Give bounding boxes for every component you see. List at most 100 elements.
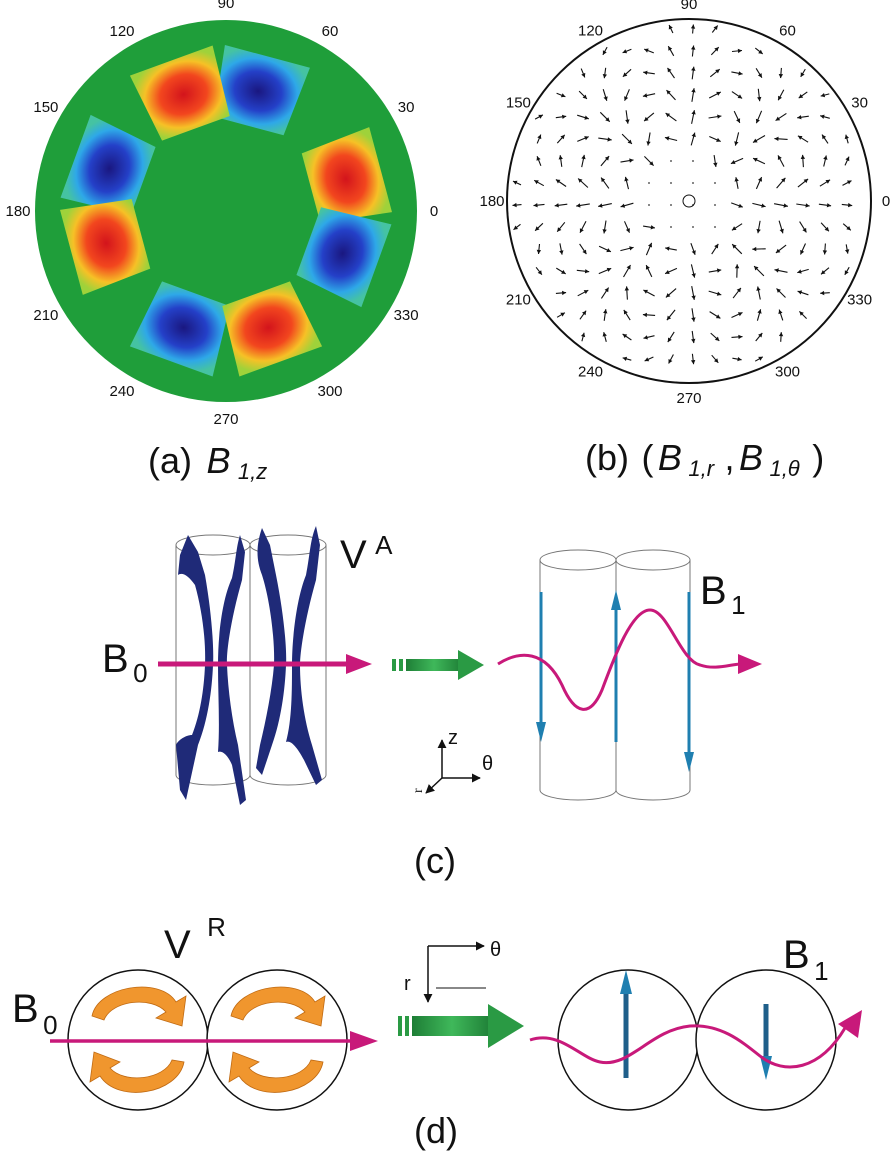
panel-c-axis-z: z <box>448 727 458 749</box>
field-vector <box>710 312 721 319</box>
field-vector <box>753 136 765 143</box>
field-vector <box>513 181 521 185</box>
panel-b-boundary <box>507 19 871 383</box>
field-vector <box>669 355 674 364</box>
panel-b-caption-comma: , <box>725 437 735 478</box>
field-vector <box>668 332 674 342</box>
panel-c-axis-theta: θ <box>482 753 493 775</box>
field-vector <box>776 245 786 253</box>
field-vector <box>581 333 585 342</box>
field-vector <box>577 136 588 141</box>
field-vector <box>691 286 695 300</box>
panel-b-caption-close: ) <box>812 437 824 478</box>
field-vector <box>535 115 543 119</box>
panel-a-caption-symbol: B <box>206 440 230 481</box>
panel-a-angle-120: 120 <box>109 23 134 40</box>
field-vector <box>709 137 720 142</box>
field-vector <box>711 47 718 55</box>
field-vector <box>603 221 607 234</box>
field-vector <box>625 110 629 123</box>
field-vector <box>580 221 586 233</box>
panel-d-b0-label: B 0 <box>12 987 58 1040</box>
field-vector <box>754 266 764 276</box>
field-vector <box>580 311 586 320</box>
field-dot <box>692 226 694 228</box>
field-center-ring <box>683 195 695 207</box>
field-vector <box>645 357 654 361</box>
field-vector <box>599 246 611 252</box>
field-vector <box>778 310 782 321</box>
field-vector <box>603 47 607 55</box>
field-vector <box>797 115 809 119</box>
field-vector <box>621 158 634 162</box>
panel-b-caption-symbol1: B <box>658 437 682 478</box>
field-vector <box>576 203 590 207</box>
field-vector <box>779 332 783 342</box>
panel-b-angle-0: 0 <box>882 193 890 210</box>
panel-c-b0-label: B 0 <box>102 637 148 688</box>
field-vector <box>691 25 695 34</box>
field-vector <box>823 156 827 167</box>
field-vector <box>643 313 655 317</box>
field-vector <box>624 89 629 100</box>
field-vector <box>599 268 611 274</box>
field-vector <box>603 309 607 321</box>
panel-a-angle-30: 30 <box>398 99 415 116</box>
field-vector <box>712 26 717 33</box>
field-vector <box>598 137 611 141</box>
field-vector <box>732 335 743 339</box>
field-vector <box>845 244 849 253</box>
field-vector <box>537 135 541 144</box>
field-dot <box>714 182 716 184</box>
field-vector <box>712 244 719 254</box>
panel-d-vr-superscript: R <box>207 912 226 942</box>
field-vector <box>534 180 544 185</box>
panel-a-angle-270: 270 <box>213 411 238 428</box>
panel-d-vr-label: V R <box>164 912 226 967</box>
panel-d-axes <box>428 946 486 1002</box>
field-vector <box>643 290 654 296</box>
panel-c-va-symbol: V <box>340 533 367 577</box>
field-vector <box>603 332 607 342</box>
panel-c-b1-subscript: 1 <box>731 590 745 620</box>
field-dot <box>670 182 672 184</box>
field-vector <box>733 288 741 298</box>
field-vector <box>620 246 633 250</box>
flow-ribbon-1 <box>176 535 213 800</box>
field-vector <box>577 115 589 120</box>
field-vector <box>556 180 566 187</box>
panel-b-caption-sub2: 1,θ <box>769 456 799 481</box>
field-vector <box>555 203 568 207</box>
field-dot <box>670 204 672 206</box>
cylinder-right-b <box>616 560 690 800</box>
field-vector <box>755 357 763 361</box>
field-vector <box>557 93 566 97</box>
field-vector <box>797 269 808 273</box>
field-vector <box>691 264 695 277</box>
field-vector <box>778 90 784 101</box>
panel-c-axis-r: r <box>411 788 426 793</box>
field-vector <box>757 89 761 101</box>
field-vector <box>799 92 808 98</box>
field-vector <box>777 289 786 298</box>
field-vector <box>581 69 585 78</box>
field-vector <box>643 71 655 75</box>
field-vector <box>801 69 806 77</box>
field-vector <box>820 115 830 119</box>
field-vector <box>709 92 721 98</box>
field-vector <box>578 179 588 188</box>
field-vector <box>735 177 739 189</box>
field-vector <box>623 357 632 361</box>
panel-a-angle-210: 210 <box>33 307 58 324</box>
panel-d-caption: (d) <box>414 1110 458 1151</box>
field-vector <box>731 158 743 164</box>
field-vector <box>756 111 762 123</box>
field-vector <box>821 93 830 97</box>
field-dot <box>648 204 650 206</box>
field-vector <box>731 203 743 208</box>
field-dot <box>714 226 716 228</box>
field-vector <box>798 290 809 294</box>
field-vector <box>800 222 807 233</box>
